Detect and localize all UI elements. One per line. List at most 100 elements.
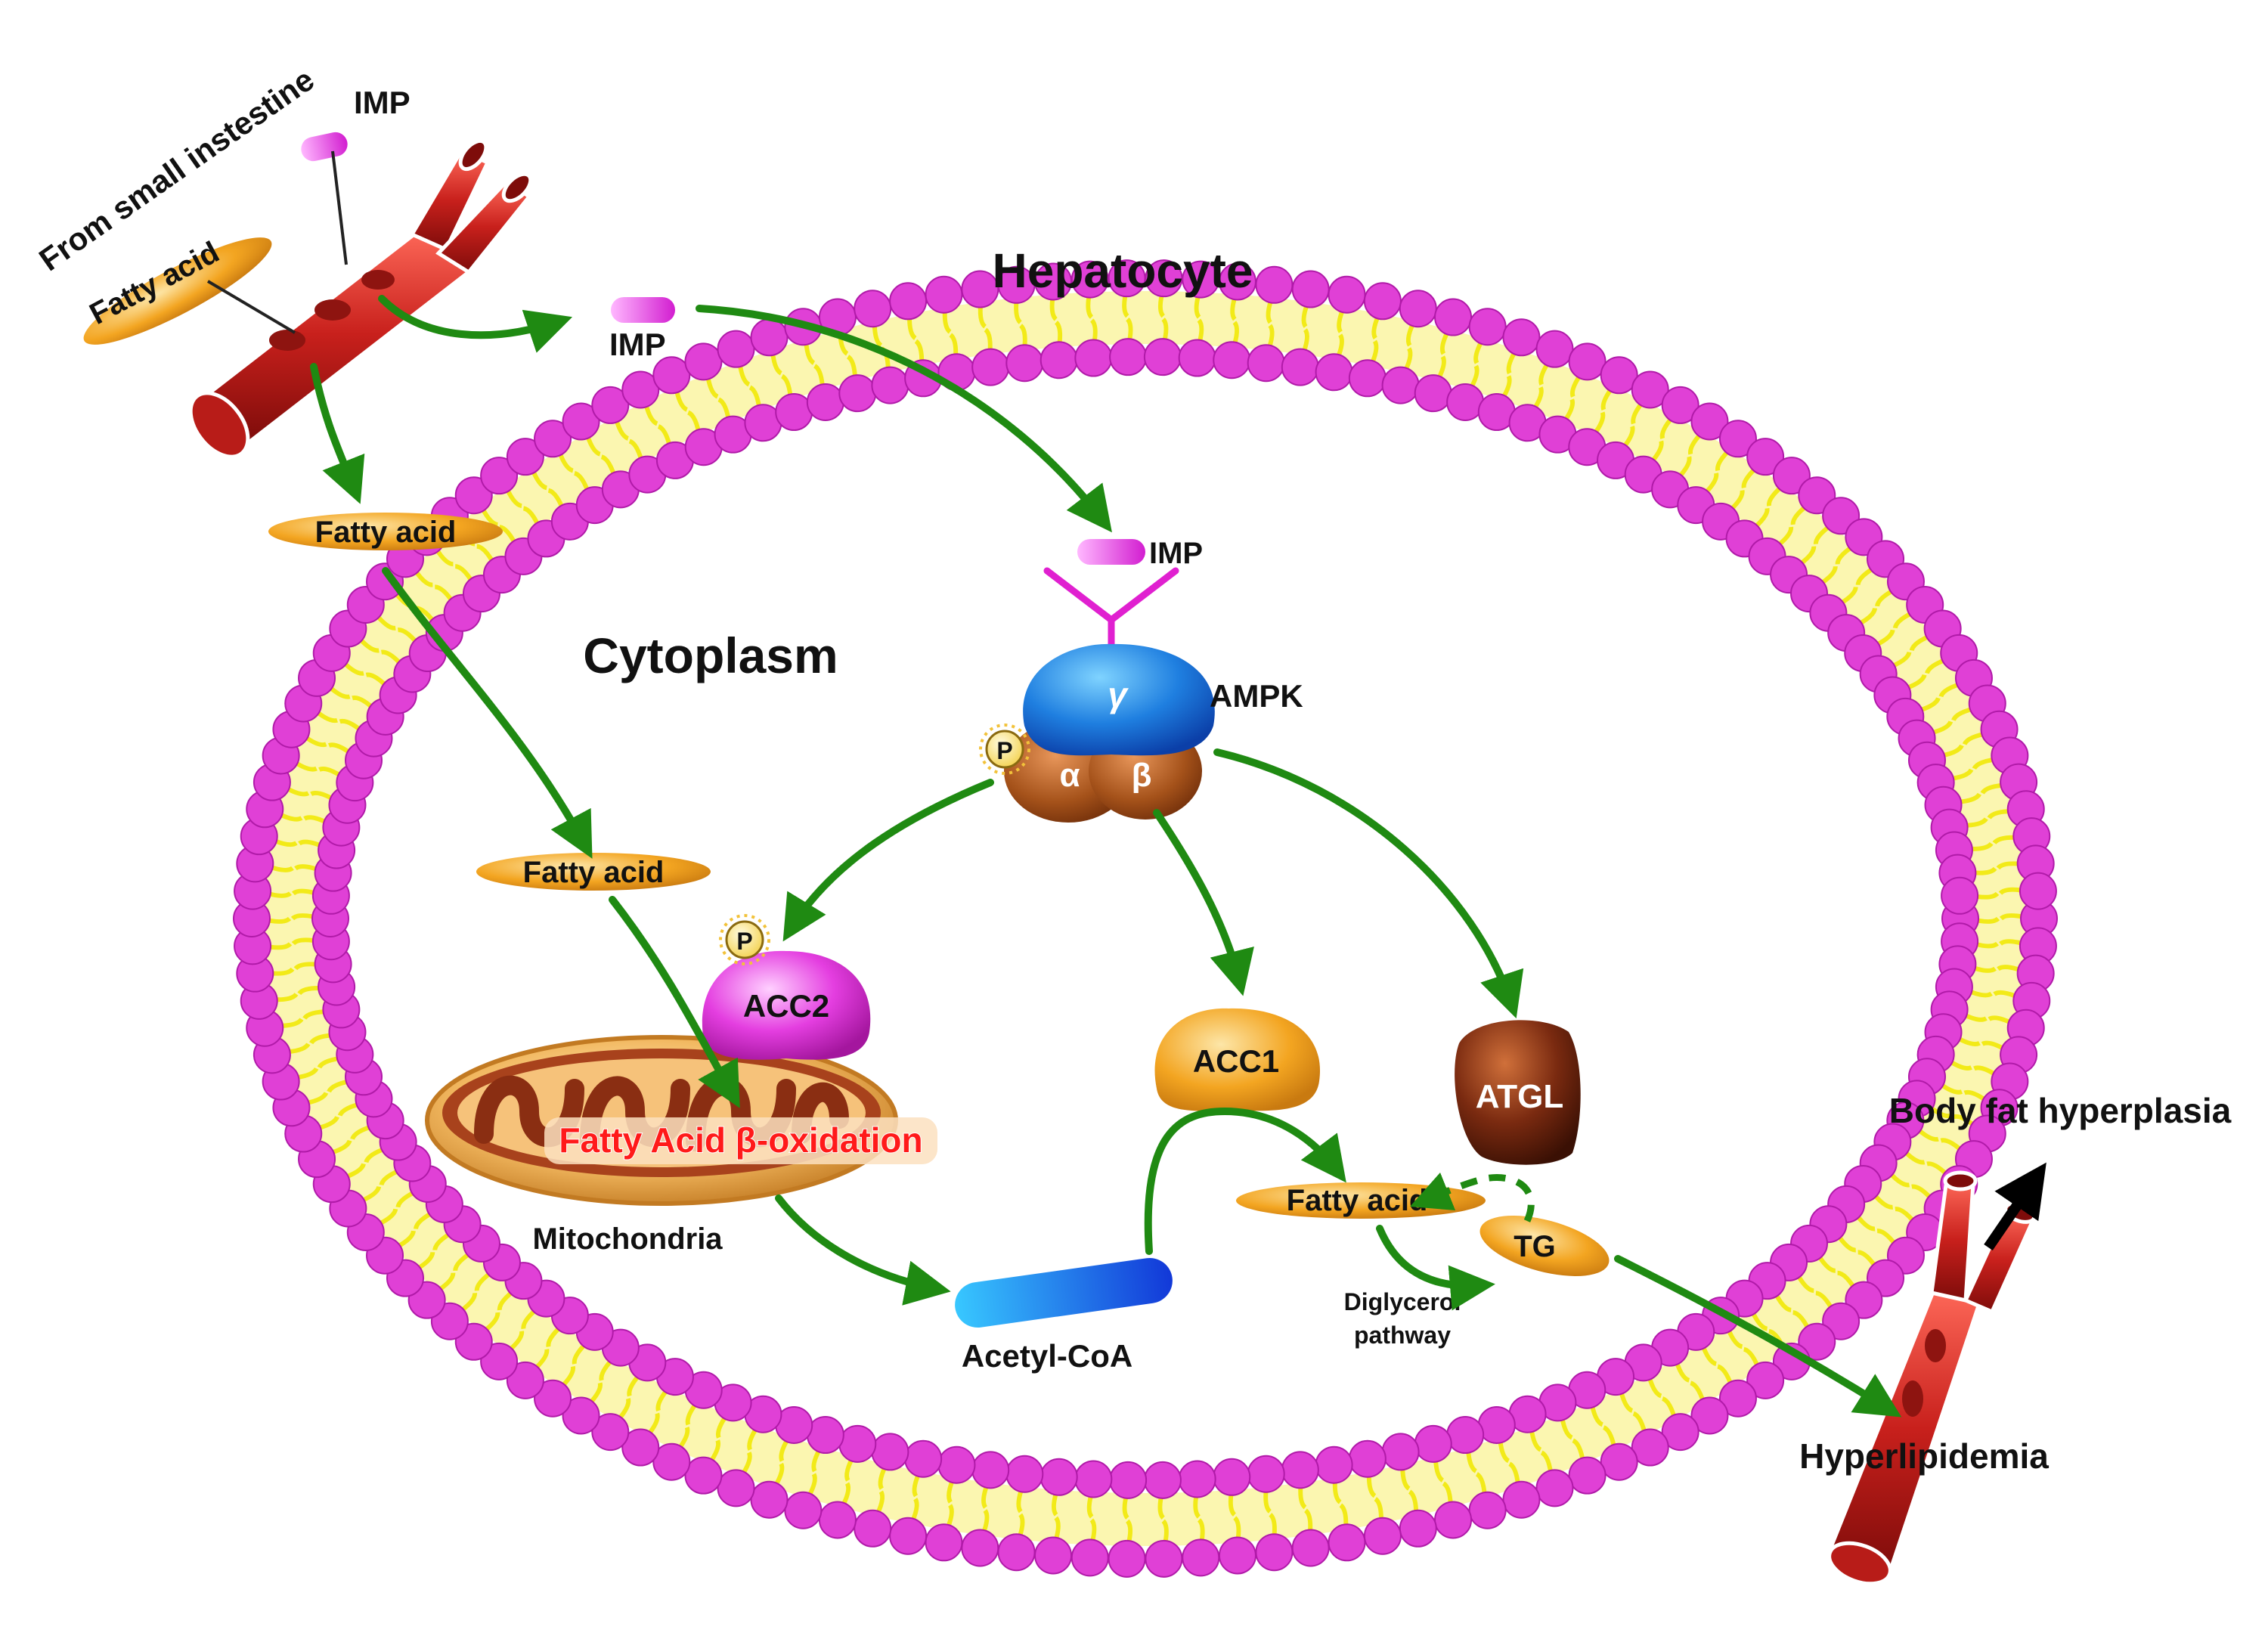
lipid-head <box>1718 1379 1757 1418</box>
cell-membrane <box>233 259 2058 1578</box>
ampk-complex-icon <box>1004 643 1215 823</box>
fatty-acid-source-icon <box>83 237 272 345</box>
lipid-head <box>1746 438 1785 476</box>
lipid-head <box>684 342 723 381</box>
diglycerol-label-line2: pathway <box>1354 1322 1451 1349</box>
fatty-acid-outside-icon <box>268 513 503 550</box>
beta-oxidation-label: Fatty Acid β-oxidation <box>559 1120 922 1160</box>
atgl-enzyme-icon <box>1455 1020 1581 1165</box>
imp-molecule-inside-icon <box>1077 539 1145 565</box>
lipid-head <box>784 1491 823 1529</box>
ampk-alpha-label: α <box>1059 757 1080 794</box>
imp-label-outside: IMP <box>609 327 666 362</box>
lipid-head <box>1005 1455 1044 1493</box>
ampk-beta-label: β <box>1132 757 1152 794</box>
lipid-head <box>775 393 813 432</box>
blood-vessel-bottom-icon <box>1826 1170 2037 1586</box>
lipid-head <box>854 290 892 328</box>
lipid-head <box>1434 1501 1473 1539</box>
body-fat-hyperplasia-label: Body fat hyperplasia <box>1889 1091 2232 1130</box>
lipid-head <box>480 1342 519 1380</box>
lipid-head <box>1631 1428 1669 1467</box>
fatty-acid-cytoplasm-icon <box>476 853 711 891</box>
lipid-head <box>1218 1536 1256 1575</box>
lipid-head <box>506 1361 544 1399</box>
lipid-head <box>1255 265 1294 304</box>
lipid-head <box>1568 342 1606 381</box>
lipid-head <box>1109 1461 1148 1499</box>
lipid-head <box>1446 383 1485 421</box>
lipid-head <box>1363 1517 1402 1555</box>
lipid-head <box>1746 1361 1785 1399</box>
beta-oxidation-backdrop <box>544 1117 937 1164</box>
lipid-head <box>1502 1480 1541 1519</box>
lipid-head <box>1399 1509 1437 1548</box>
arrow-tg-to-vessel <box>1614 1255 1902 1418</box>
arrow-tg-to-fatty-acid-dashed <box>1409 1172 1535 1222</box>
lipid-head <box>1315 353 1353 392</box>
lipid-head <box>1661 1413 1699 1452</box>
lipid-head <box>454 476 493 515</box>
diglycerol-label-line1: Diglycerol <box>1344 1288 1461 1315</box>
intestine-source-label: From small instestine <box>33 61 321 277</box>
lipid-head <box>591 1413 630 1452</box>
arrow-ampk-to-atgl <box>1213 748 1524 1019</box>
acetyl-coa-icon <box>955 1257 1173 1328</box>
lipid-head <box>854 1509 892 1548</box>
lipid-head <box>1468 308 1507 346</box>
lipid-head <box>1941 876 1979 915</box>
lipid-head <box>889 1517 928 1555</box>
lipid-head <box>1074 1460 1113 1498</box>
lipid-head <box>1182 1538 1220 1577</box>
lipid-head <box>652 1442 691 1481</box>
lipid-head <box>806 383 844 421</box>
imp-molecule-outside-icon <box>611 297 675 323</box>
lipid-head <box>971 348 1010 386</box>
lipid-head <box>750 1480 789 1519</box>
lipid-head <box>838 374 877 413</box>
lipid-head <box>1434 298 1473 336</box>
acc2-enzyme-icon <box>702 950 871 1060</box>
tg-label: TG <box>1514 1230 1556 1263</box>
hepatocyte-label: Hepatocyte <box>993 243 1253 298</box>
lipid-head <box>591 386 630 424</box>
lipid-head <box>1381 366 1420 404</box>
lipid-head <box>1414 374 1452 413</box>
lipid-head <box>1255 1533 1294 1572</box>
lipid-head <box>1005 344 1044 383</box>
arrow-body-fat <box>1984 1162 2046 1250</box>
lipid-head <box>750 318 789 357</box>
lipid-head <box>838 1424 877 1463</box>
lipid-head <box>1399 290 1437 328</box>
lipid-head <box>1690 1396 1729 1435</box>
tg-molecule-icon <box>1479 1216 1610 1276</box>
lipid-head <box>480 457 519 495</box>
lipid-head <box>937 1445 976 1484</box>
lipid-head <box>1281 1451 1319 1489</box>
arrow-vessel-to-fatty-acid <box>310 363 365 504</box>
lipid-head <box>1568 1456 1606 1495</box>
arrow-mitochondria-to-acetyl-coa <box>775 1194 951 1306</box>
acetyl-coa-label: Acetyl-CoA <box>962 1338 1132 1374</box>
lipid-head <box>1414 1424 1452 1463</box>
lipid-head <box>925 275 963 314</box>
hyperlipidemia-label: Hyperlipidemia <box>1799 1436 2049 1476</box>
arrow-fatty-acid-to-mitochondria <box>609 896 740 1108</box>
lipid-head <box>997 1533 1036 1572</box>
lipid-head <box>621 1428 660 1467</box>
lipid-head <box>684 1456 723 1495</box>
lipid-head <box>1291 1529 1330 1567</box>
fatty-acid-lipolysis-label: Fatty acid <box>1287 1184 1428 1217</box>
lipid-head <box>1600 1442 1638 1481</box>
lipid-head <box>1348 1439 1387 1478</box>
lipid-head <box>1178 339 1216 377</box>
cytoplasm-label: Cytoplasm <box>583 627 838 683</box>
lipid-head <box>871 1433 909 1471</box>
lipid-head <box>1143 1461 1182 1499</box>
lipid-head <box>2019 872 2057 910</box>
lipid-head <box>1247 344 1285 383</box>
atgl-label: ATGL <box>1476 1078 1564 1115</box>
lipid-head <box>1600 356 1638 395</box>
lipid-head <box>1040 341 1078 380</box>
